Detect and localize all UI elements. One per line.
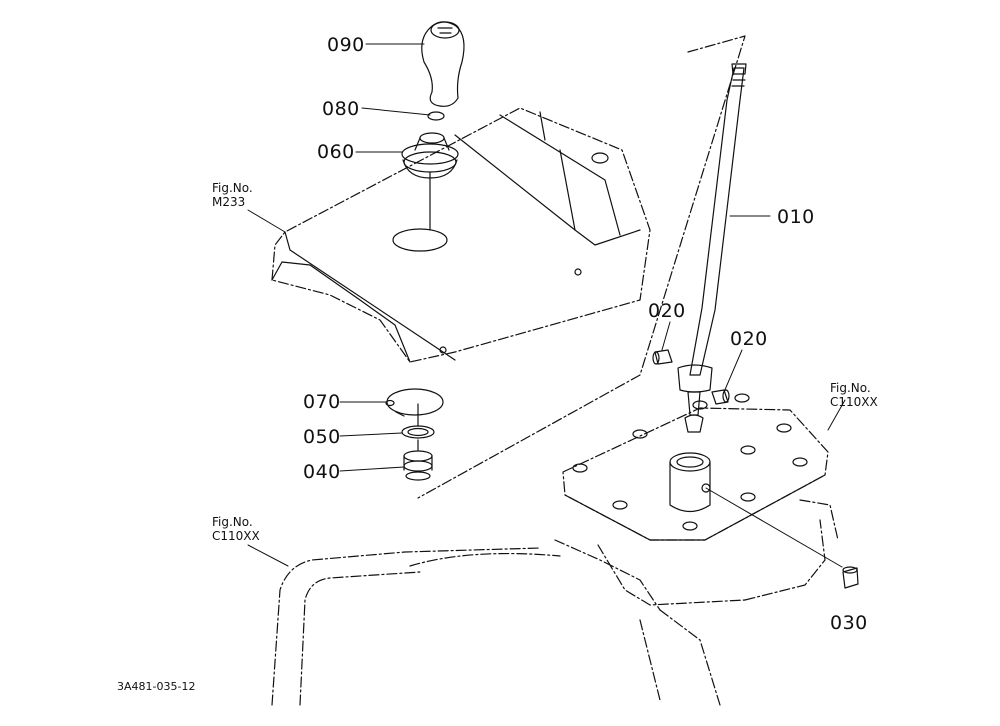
upper-cover xyxy=(271,107,651,363)
figure-ref-m233: Fig.No. M233 xyxy=(212,181,253,209)
part-label-020-right: 020 xyxy=(730,328,768,350)
cover-plate xyxy=(562,393,829,541)
figure-ref-caption: Fig.No. xyxy=(212,181,253,195)
spring-040 xyxy=(403,439,433,481)
drawing-code: 3A481-035-12 xyxy=(117,680,196,693)
plug-030 xyxy=(842,566,859,589)
shift-knob xyxy=(421,21,465,107)
part-label-010: 010 xyxy=(777,206,815,228)
shift-lever-rod xyxy=(677,63,747,433)
rubber-boot xyxy=(401,132,459,231)
leader-lines xyxy=(247,43,846,568)
part-label-070: 070 xyxy=(303,391,341,413)
ring-080 xyxy=(427,111,445,121)
part-label-090: 090 xyxy=(327,34,365,56)
part-label-050: 050 xyxy=(303,426,341,448)
part-label-040: 040 xyxy=(303,461,341,483)
figure-ref-c110-right: Fig.No. C110XX xyxy=(830,381,878,409)
ring-070 xyxy=(385,388,444,417)
part-label-060: 060 xyxy=(317,141,355,163)
figure-ref-number: C110XX xyxy=(212,529,260,543)
part-label-030: 030 xyxy=(830,612,868,634)
figure-ref-number: M233 xyxy=(212,195,246,209)
spring-clip-050 xyxy=(401,403,435,439)
sheet-panel-outline xyxy=(417,35,746,499)
pin-020-right xyxy=(711,389,730,405)
figure-ref-number: C110XX xyxy=(830,395,878,409)
figure-ref-caption: Fig.No. xyxy=(830,381,871,395)
part-label-020-left: 020 xyxy=(648,300,686,322)
pin-020-left xyxy=(652,349,673,365)
figure-ref-caption: Fig.No. xyxy=(212,515,253,529)
transmission-housing xyxy=(271,499,839,706)
part-label-080: 080 xyxy=(322,98,360,120)
figure-ref-c110-left: Fig.No. C110XX xyxy=(212,515,260,543)
